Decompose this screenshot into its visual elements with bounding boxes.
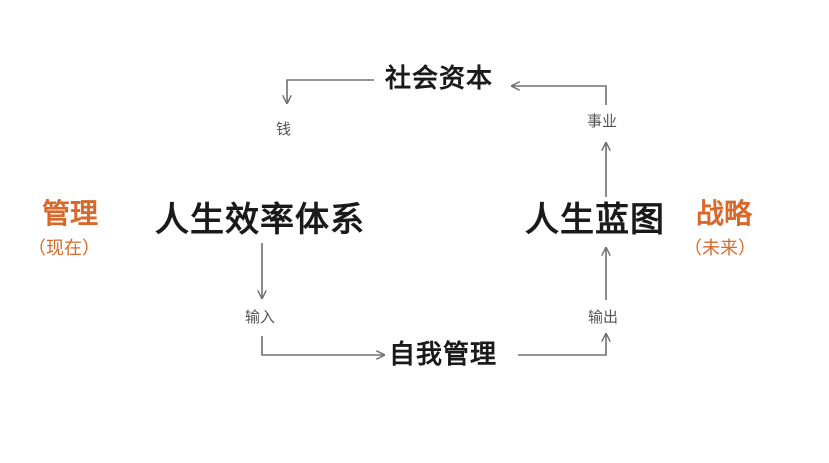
side-title-management: 管理	[42, 197, 99, 230]
arrow-input-to-self-management	[261, 336, 384, 355]
side-sub-future: （未来）	[684, 238, 756, 259]
edge-label-career: 事业	[587, 112, 618, 130]
node-self-management: 自我管理	[389, 340, 498, 370]
arrow-capital-to-money	[287, 79, 374, 103]
edge-label-output: 输出	[588, 308, 619, 326]
node-life-efficiency: 人生效率体系	[155, 200, 365, 240]
node-life-blueprint: 人生蓝图	[525, 200, 665, 240]
side-sub-present: （现在）	[28, 238, 100, 259]
edge-label-money: 钱	[276, 120, 292, 138]
side-title-strategy: 战略	[696, 197, 753, 230]
arrow-self-management-to-output	[518, 334, 606, 356]
arrow-career-to-capital	[512, 86, 607, 105]
edge-label-input: 输入	[245, 308, 276, 326]
node-social-capital: 社会资本	[385, 64, 494, 94]
